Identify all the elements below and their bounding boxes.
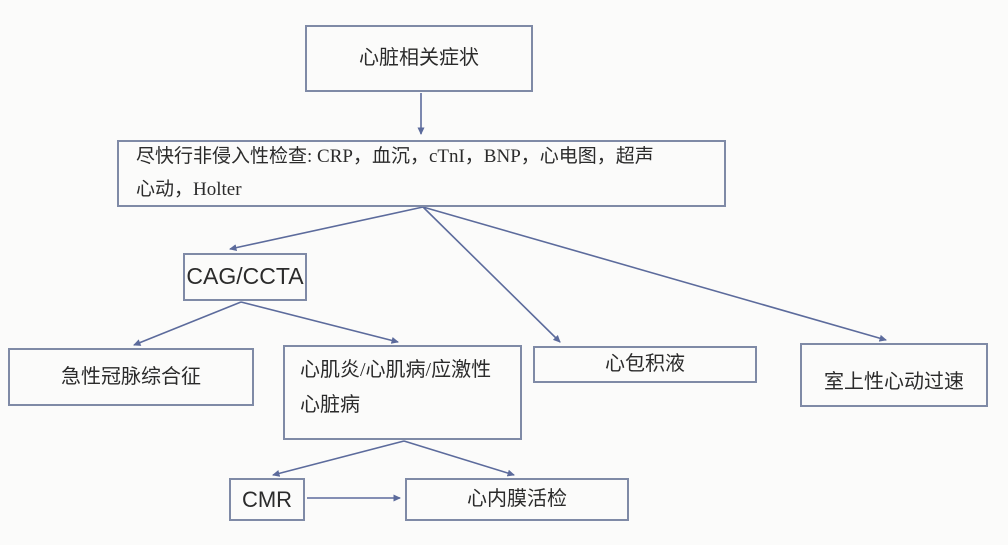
edge-noninvasive_tests-to-pericardial_effusion [422,206,561,343]
node-supraventricular-tachycardia: 室上性心动过速 [800,343,988,407]
edge-noninvasive_tests-to-svt [422,206,887,342]
edge-myocarditis-to-cmr [272,440,405,477]
node-noninvasive-tests: 尽快行非侵入性检查: CRP，血沉，cTnI，BNP，心电图，超声 心动，Hol… [117,140,726,207]
edge-noninvasive_tests-to-cag_ccta [229,206,424,252]
node-cardiac-symptoms: 心脏相关症状 [305,25,533,92]
node-myocarditis-cardiomyopathy: 心肌炎/心肌病/应激性 心脏病 [283,345,522,440]
node-endomyocardial-biopsy: 心内膜活检 [405,478,629,521]
edge-cag_ccta-to-acs [133,301,242,346]
edge-cag_ccta-to-myocarditis [240,301,399,344]
node-cmr: CMR [229,478,305,521]
node-cag-ccta: CAG/CCTA [183,253,307,301]
node-pericardial-effusion: 心包积液 [533,346,757,383]
edge-myocarditis-to-biopsy [403,440,515,477]
flowchart-edges [133,93,887,502]
node-acute-coronary-syndrome: 急性冠脉综合征 [8,348,254,406]
